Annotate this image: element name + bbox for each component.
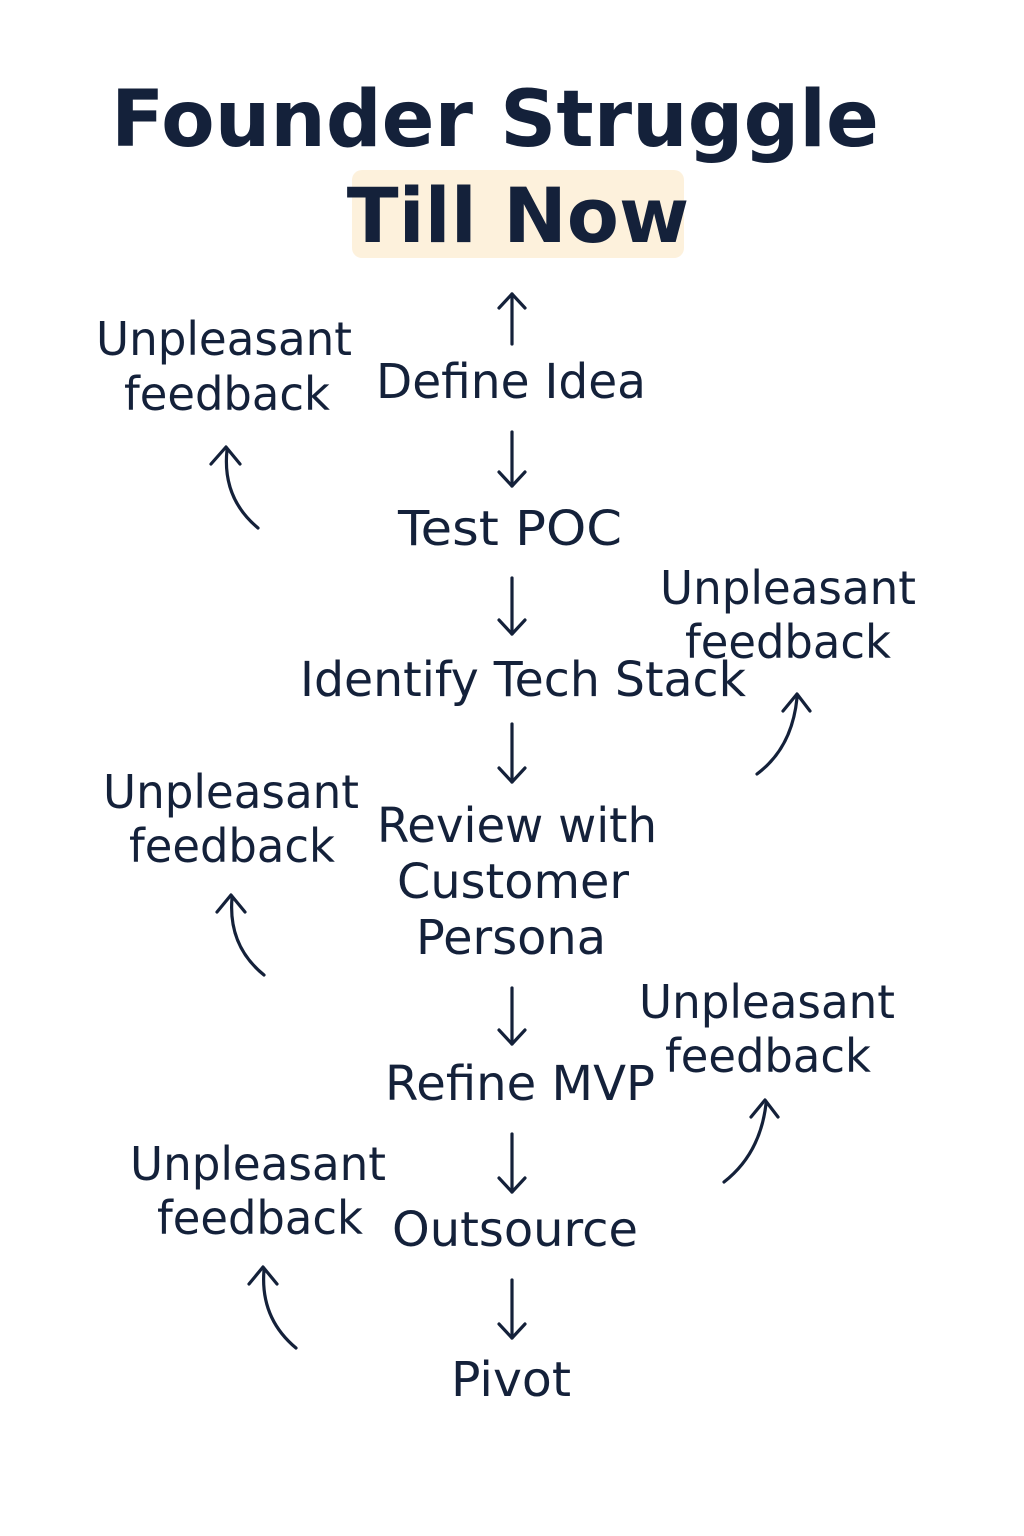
- feedback-1-line-1: Unpleasant: [96, 312, 352, 366]
- curved-arrow-2: [755, 692, 812, 776]
- step-test-poc: Test POC: [397, 501, 622, 557]
- arrow-down-6: [497, 1278, 527, 1340]
- feedback-note-4: Unpleasant feedback: [639, 975, 895, 1083]
- feedback-4-line-1: Unpleasant: [639, 975, 895, 1029]
- feedback-4-line-2: feedback: [665, 1029, 871, 1083]
- arrow-up-to-title: [497, 292, 527, 346]
- step-review-with-customer-persona: Review with Customer Persona: [377, 798, 657, 966]
- title-highlight: [352, 170, 684, 258]
- feedback-5-line-2: feedback: [157, 1191, 363, 1245]
- step-review-line-1: Review with: [377, 798, 657, 854]
- step-refine-mvp: Refine MVP: [385, 1056, 655, 1112]
- curved-arrow-1: [209, 445, 260, 530]
- step-define-idea: Define Idea: [376, 354, 646, 410]
- arrow-down-1: [497, 430, 527, 488]
- feedback-note-1: Unpleasant feedback: [96, 312, 352, 421]
- arrow-down-2: [497, 576, 527, 636]
- feedback-5-line-1: Unpleasant: [130, 1137, 386, 1191]
- feedback-note-2: Unpleasant feedback: [660, 561, 916, 669]
- curved-arrow-4: [722, 1098, 780, 1184]
- diagram-title: Founder Struggle Till Now: [111, 75, 879, 260]
- step-review-line-3: Persona: [416, 910, 606, 966]
- feedback-1-line-2: feedback: [124, 367, 330, 421]
- step-outsource: Outsource: [392, 1202, 638, 1258]
- feedback-2-line-1: Unpleasant: [660, 561, 916, 615]
- feedback-2-line-2: feedback: [685, 615, 891, 669]
- arrow-down-3: [497, 722, 527, 784]
- feedback-3-line-1: Unpleasant: [103, 765, 359, 819]
- curved-arrow-3: [215, 893, 266, 977]
- step-pivot: Pivot: [451, 1352, 571, 1408]
- feedback-note-3: Unpleasant feedback: [103, 765, 359, 873]
- feedback-note-5: Unpleasant feedback: [130, 1137, 386, 1245]
- feedback-3-line-2: feedback: [129, 819, 335, 873]
- title-line-2: Till Now: [347, 171, 689, 260]
- title-line-1: Founder Struggle: [111, 75, 879, 165]
- arrow-down-5: [497, 1132, 527, 1194]
- step-review-line-2: Customer: [397, 854, 629, 910]
- step-identify-tech-stack: Identify Tech Stack: [300, 652, 746, 708]
- curved-arrow-5: [247, 1265, 298, 1350]
- arrow-down-4: [497, 986, 527, 1046]
